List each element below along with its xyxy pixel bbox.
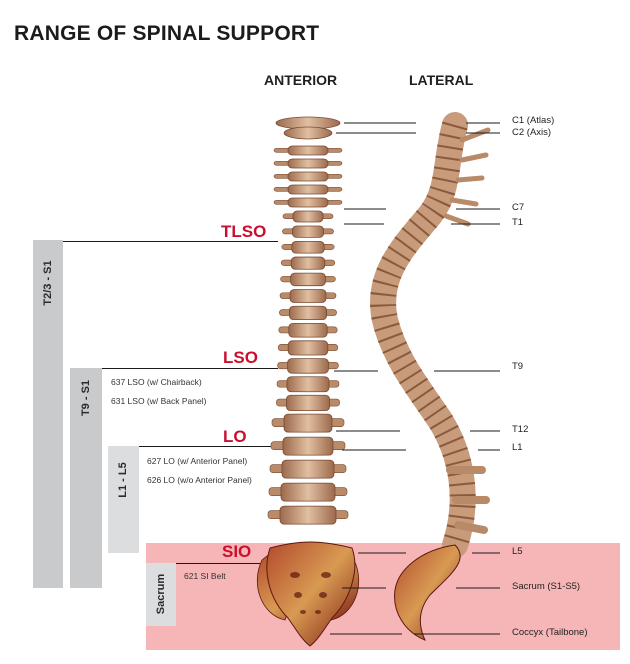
range-bar-lo: [108, 446, 139, 553]
vertebra-body: [279, 505, 337, 525]
vertebra-body: [281, 459, 335, 479]
sacral-highlight: [146, 543, 620, 650]
vertebra-body: [287, 171, 329, 182]
product-631-lso: 631 LSO (w/ Back Panel): [111, 396, 207, 406]
label-l1: L1: [512, 442, 523, 453]
sio-line: [176, 563, 260, 564]
vertebra-body: [290, 272, 326, 287]
page-title: RANGE OF SPINAL SUPPORT: [14, 22, 320, 45]
product-627-lo: 627 LO (w/ Anterior Panel): [147, 456, 248, 466]
lateral-spine-column: [370, 112, 476, 558]
vertebra-body: [287, 145, 329, 156]
vertebra-body: [288, 305, 327, 321]
product-626-lo: 626 LO (w/o Anterior Panel): [147, 475, 252, 485]
vertebra-body: [287, 358, 329, 374]
category-sio: SIO: [222, 542, 252, 561]
lateral-sacrum: [394, 544, 461, 641]
label-c1: C1 (Atlas): [512, 115, 555, 126]
vertebra-body: [285, 394, 330, 412]
vertebra-pointer-lines: [330, 122, 500, 635]
range-bar-lso: [70, 368, 102, 588]
vertebra-body: [287, 158, 329, 169]
vertebra-body: [291, 240, 325, 254]
label-c7: C7: [512, 202, 525, 213]
tlso-line: [63, 241, 278, 242]
vertebra-body: [288, 322, 328, 338]
anterior-sacrum: [266, 541, 356, 647]
anterior-heading: ANTERIOR: [264, 72, 338, 88]
label-t1: T1: [512, 217, 524, 228]
vertebra-body: [291, 225, 324, 238]
vertebra-body: [292, 210, 324, 223]
label-t9: T9: [512, 361, 524, 372]
vertebra-body: [282, 436, 334, 456]
range-bar-tlso: [33, 240, 63, 588]
category-tlso: TLSO: [221, 222, 267, 241]
label-coccyx: Coccyx (Tailbone): [512, 627, 588, 638]
product-621-si-belt: 621 SI Belt: [184, 571, 226, 581]
label-l5: L5: [512, 546, 523, 557]
vertebra-body: [287, 184, 329, 195]
vertebra-body: [290, 256, 326, 270]
label-t12: T12: [512, 424, 529, 435]
label-sacrum: Sacrum (S1-S5): [512, 581, 581, 592]
vertebra-body: [286, 376, 330, 393]
label-c2: C2 (Axis): [512, 127, 552, 138]
vertebra-body: [287, 340, 329, 356]
product-637-lso: 637 LSO (w/ Chairback): [111, 377, 202, 387]
vertebra-body: [289, 289, 327, 303]
vertebra-body: [280, 482, 336, 502]
category-lso: LSO: [223, 348, 258, 367]
lo-line: [139, 446, 278, 447]
lateral-heading: LATERAL: [409, 72, 474, 88]
vertebra-body: [283, 413, 333, 433]
lso-line: [102, 368, 278, 369]
vertebra-body: [287, 197, 329, 208]
category-lo: LO: [223, 427, 247, 446]
range-bar-sio: [146, 563, 176, 626]
